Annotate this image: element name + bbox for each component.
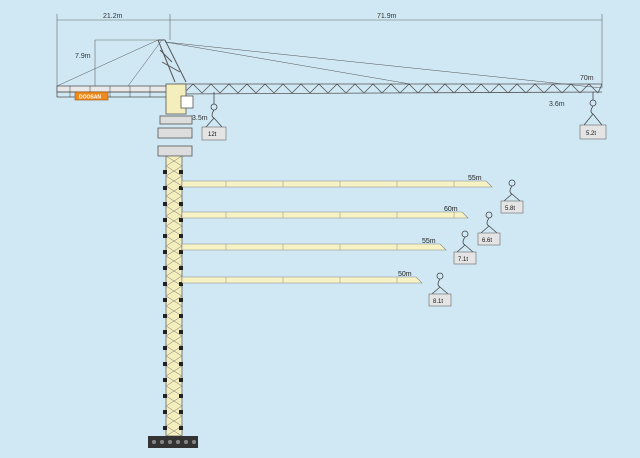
jib-option-3: 55m 7.1t [181, 230, 477, 265]
hook-icon [503, 179, 521, 202]
jib-option-length-label: 50m [398, 271, 412, 278]
operator-cab [180, 95, 194, 109]
mast-joint-left [163, 346, 167, 350]
main-jib [174, 83, 603, 95]
tip-offset-label: 3.6m [549, 101, 565, 108]
jib-option-load-label: 8.1t [433, 299, 443, 305]
mast-joint-left [163, 378, 167, 382]
mast-joint-left [163, 282, 167, 286]
mast-joint-left [163, 426, 167, 430]
max-load-label: 12t [208, 132, 217, 138]
jib-option-4: 50m 8.1t [181, 271, 452, 307]
jib-option-1: 55m 5.8t [181, 175, 524, 214]
mast-joint-left [163, 170, 167, 174]
load-block [477, 232, 501, 246]
jib-option-2: 60m 6.6t [181, 206, 501, 246]
mast-joint-right [179, 170, 183, 174]
trolley-hook [205, 92, 223, 128]
mast-joint-right [179, 218, 183, 222]
mast-joint-right [179, 330, 183, 334]
mast-joint-left [163, 186, 167, 190]
mast-joint-right [179, 250, 183, 254]
foundation-base [148, 436, 198, 448]
mast-joint-right [179, 186, 183, 190]
jib-option-bar [181, 211, 469, 219]
counter-jib-length-label: 21.2m [103, 13, 123, 20]
foundation-pattern [152, 440, 196, 444]
mast-joint-right [179, 282, 183, 286]
tip-load-block [579, 124, 607, 140]
mast-joint-left [163, 234, 167, 238]
hook-offset-label: 3.5m [192, 115, 208, 122]
load-block [428, 293, 452, 307]
jib-option-load-label: 6.6t [482, 238, 492, 244]
mast-joint-right [179, 426, 183, 430]
tower-head [56, 39, 603, 89]
jib-option-length-label: 60m [444, 206, 458, 213]
tower-head-height-label: 7.9m [75, 53, 91, 60]
mast-joint-right [179, 362, 183, 366]
max-load-block [201, 126, 227, 141]
mast-joint-right [179, 346, 183, 350]
jib-options: 55m 5.8t 60m 6.6t 55m 7.1t 50m 8.1t [181, 175, 524, 307]
tip-load-label: 5.2t [586, 131, 596, 137]
mast-joint-right [179, 378, 183, 382]
mast-joint-left [163, 330, 167, 334]
jib-option-length-label: 55m [468, 175, 482, 182]
max-radius-label: 70m [580, 75, 594, 82]
counterweight-block [74, 91, 109, 101]
mast-joint-left [163, 218, 167, 222]
mast-joint-right [179, 394, 183, 398]
jib-option-load-label: 5.8t [505, 206, 515, 212]
hook-icon [480, 211, 498, 234]
load-block [500, 200, 524, 214]
jib-option-bar [181, 180, 493, 188]
mast-joint-right [179, 266, 183, 270]
hook-icon [431, 272, 449, 295]
mast-joint-left [163, 298, 167, 302]
slewing-unit [157, 83, 194, 157]
mast-joint-left [163, 314, 167, 318]
mast-joint-right [179, 234, 183, 238]
mast-joint-left [163, 266, 167, 270]
mast-joints [163, 170, 183, 430]
jib-length-label: 71.9m [377, 13, 397, 20]
hook-icon [456, 230, 474, 253]
mast-joint-left [163, 250, 167, 254]
load-block [453, 251, 477, 265]
mast-joint-left [163, 202, 167, 206]
dimension-lines [56, 14, 603, 92]
mast-joint-left [163, 362, 167, 366]
mast-joint-left [163, 410, 167, 414]
tip-hook [583, 92, 603, 126]
mast-joint-right [179, 202, 183, 206]
mast-joint-right [179, 410, 183, 414]
jib-option-length-label: 55m [422, 238, 436, 245]
mast-joint-right [179, 298, 183, 302]
counter-jib [56, 85, 176, 98]
mast-joint-left [163, 394, 167, 398]
jib-option-bar [181, 276, 423, 284]
mast-joint-right [179, 314, 183, 318]
brand-label: DOOSAN [79, 95, 101, 101]
jib-option-bar [181, 243, 447, 251]
jib-option-load-label: 7.1t [458, 257, 468, 263]
